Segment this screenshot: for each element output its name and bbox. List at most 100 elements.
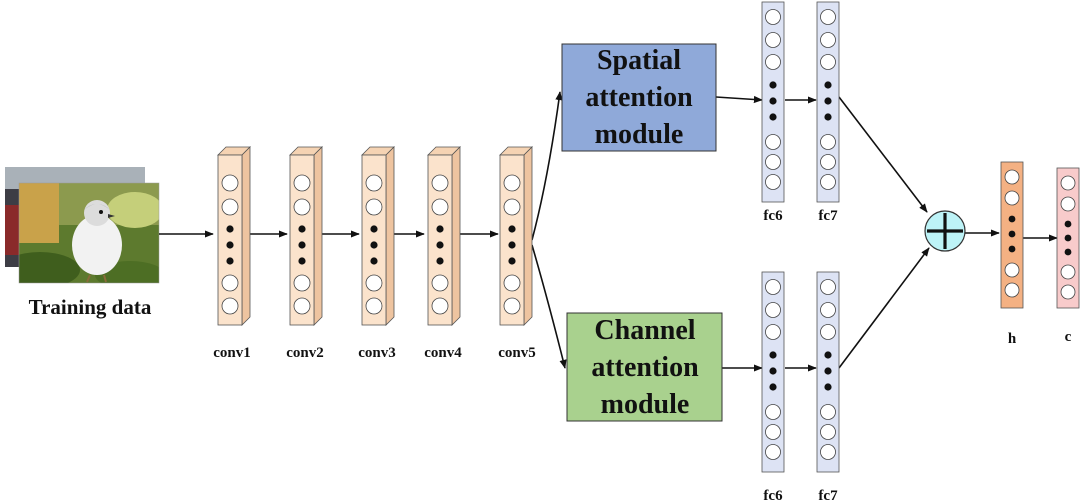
neuron bbox=[820, 134, 836, 150]
conv1-label: conv1 bbox=[213, 345, 251, 361]
neuron bbox=[820, 302, 836, 318]
channel-module-box bbox=[566, 312, 723, 422]
neuron bbox=[765, 154, 781, 170]
ellipsis-dot bbox=[226, 225, 234, 233]
ellipsis-dot bbox=[769, 81, 777, 89]
neuron bbox=[221, 174, 239, 192]
bird-body bbox=[72, 215, 122, 275]
conv5-label: conv5 bbox=[498, 345, 536, 361]
fc7-top-column bbox=[816, 1, 840, 203]
spatial-module-box bbox=[561, 43, 717, 152]
spatial-module-line2: attention bbox=[585, 82, 693, 113]
ellipsis-dot bbox=[370, 225, 378, 233]
neuron bbox=[1004, 262, 1020, 278]
arrow-fc7-sum-top bbox=[838, 96, 928, 213]
bird-head bbox=[84, 200, 110, 226]
conv2-layer bbox=[289, 146, 323, 326]
ellipsis-dot bbox=[824, 113, 832, 121]
neuron bbox=[503, 274, 521, 292]
neuron bbox=[503, 297, 521, 315]
neuron bbox=[820, 324, 836, 340]
neuron bbox=[365, 297, 383, 315]
neuron bbox=[431, 297, 449, 315]
fc7-bottom-label: fc7 bbox=[818, 488, 838, 503]
neuron bbox=[820, 424, 836, 440]
neuron bbox=[1060, 196, 1076, 212]
neuron bbox=[765, 134, 781, 150]
ellipsis-dot bbox=[436, 241, 444, 249]
neuron bbox=[1060, 264, 1076, 280]
neuron bbox=[820, 174, 836, 190]
ellipsis-dot bbox=[508, 241, 516, 249]
fc6-bottom-label: fc6 bbox=[763, 488, 783, 503]
neuron bbox=[365, 198, 383, 216]
conv-box-side bbox=[313, 146, 323, 326]
channel-attention-module: Channel attention module bbox=[566, 312, 723, 422]
neuron bbox=[221, 274, 239, 292]
arrow-fc7-sum-bottom bbox=[838, 247, 930, 369]
conv4-layer bbox=[427, 146, 461, 326]
ellipsis-dot bbox=[298, 225, 306, 233]
arrow-spatial-fc6 bbox=[715, 95, 763, 104]
neuron bbox=[431, 274, 449, 292]
neuron bbox=[1004, 169, 1020, 185]
neuron bbox=[365, 274, 383, 292]
c-column bbox=[1056, 167, 1080, 309]
neuron bbox=[765, 9, 781, 25]
fc6-top-label: fc6 bbox=[763, 208, 783, 224]
ellipsis-dot bbox=[226, 257, 234, 265]
output-columns bbox=[1000, 161, 1080, 309]
ellipsis-dot bbox=[769, 97, 777, 105]
channel-module-line2: attention bbox=[591, 352, 699, 383]
neuron bbox=[765, 174, 781, 190]
conv2-label: conv2 bbox=[286, 345, 324, 361]
ellipsis-dot bbox=[824, 383, 832, 391]
conv-layers bbox=[217, 146, 533, 326]
connections bbox=[159, 91, 1058, 372]
ellipsis-dot bbox=[1064, 248, 1072, 256]
arrow-conv5-channel bbox=[531, 244, 567, 369]
neuron bbox=[765, 54, 781, 70]
neuron bbox=[820, 404, 836, 420]
ellipsis-dot bbox=[769, 351, 777, 359]
neuron bbox=[765, 279, 781, 295]
h-label: h bbox=[1008, 331, 1017, 347]
neuron bbox=[221, 198, 239, 216]
ellipsis-dot bbox=[824, 81, 832, 89]
neuron bbox=[1004, 190, 1020, 206]
front-photo bbox=[19, 183, 159, 283]
ellipsis-dot bbox=[769, 113, 777, 121]
training-data-images bbox=[5, 167, 160, 284]
conv-box-side bbox=[241, 146, 251, 326]
neuron bbox=[221, 297, 239, 315]
ellipsis-dot bbox=[1064, 234, 1072, 242]
ellipsis-dot bbox=[1008, 245, 1016, 253]
ellipsis-dot bbox=[824, 367, 832, 375]
ellipsis-dot bbox=[370, 241, 378, 249]
neuron bbox=[820, 444, 836, 460]
fc7-bottom-column bbox=[816, 271, 840, 473]
neuron bbox=[820, 154, 836, 170]
conv-box-side bbox=[523, 146, 533, 326]
neuron bbox=[503, 198, 521, 216]
neuron bbox=[293, 198, 311, 216]
neuron bbox=[820, 54, 836, 70]
neuron bbox=[765, 404, 781, 420]
neuron bbox=[765, 444, 781, 460]
neuron bbox=[1004, 282, 1020, 298]
training-data-label: Training data bbox=[29, 295, 152, 319]
ellipsis-dot bbox=[769, 367, 777, 375]
ellipsis-dot bbox=[436, 225, 444, 233]
conv3-label: conv3 bbox=[358, 345, 396, 361]
channel-module-line3: module bbox=[601, 389, 690, 420]
neuron bbox=[820, 32, 836, 48]
ellipsis-dot bbox=[436, 257, 444, 265]
channel-module-line1: Channel bbox=[594, 315, 695, 346]
ellipsis-dot bbox=[1008, 230, 1016, 238]
ellipsis-dot bbox=[370, 257, 378, 265]
spatial-attention-module: Spatial attention module bbox=[561, 43, 717, 152]
ellipsis-dot bbox=[1064, 220, 1072, 228]
conv1-layer bbox=[217, 146, 251, 326]
